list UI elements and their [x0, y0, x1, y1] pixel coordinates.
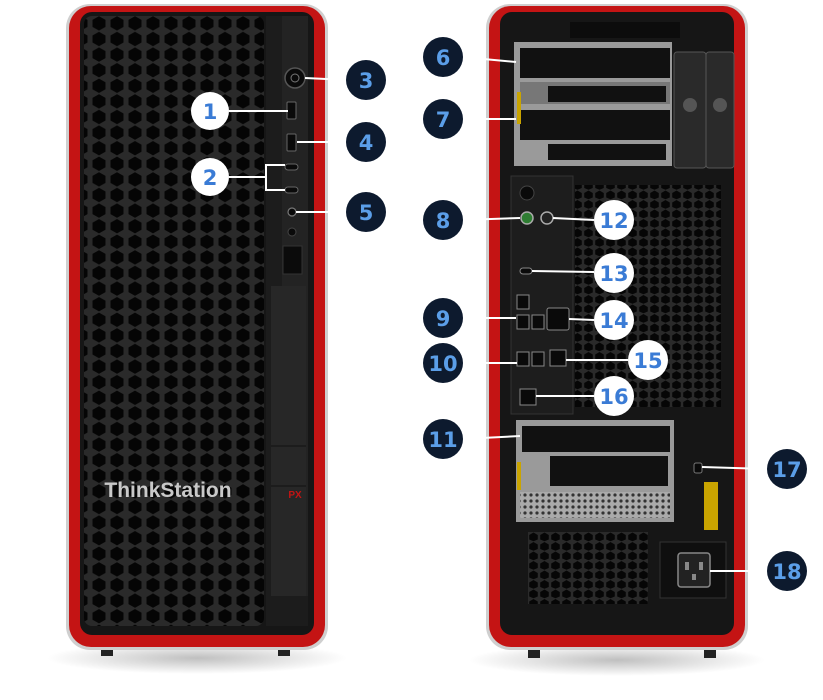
callout-12: 12: [594, 200, 634, 240]
callout-18: 18: [767, 551, 807, 591]
svg-text:16: 16: [599, 385, 628, 409]
callout-6: 6: [423, 37, 463, 77]
svg-text:3: 3: [359, 69, 374, 93]
ethernet-port-2-icon[interactable]: [519, 388, 537, 406]
callout-9: 9: [423, 298, 463, 338]
svg-text:13: 13: [599, 262, 628, 286]
callout-4: 4: [346, 122, 386, 162]
serial-port-icon[interactable]: [546, 307, 570, 331]
rear-vent-lower: [528, 532, 648, 604]
svg-text:17: 17: [772, 458, 801, 482]
svg-text:5: 5: [359, 201, 374, 225]
power-connector-icon[interactable]: [677, 552, 711, 588]
card-slot-icon: [282, 245, 303, 275]
power-button-icon[interactable]: [284, 67, 306, 89]
svg-text:10: 10: [428, 352, 457, 376]
front-bay-upper: [271, 286, 306, 446]
callout-1: 1: [191, 92, 229, 130]
usb-a-port-rear-4-icon[interactable]: [516, 351, 530, 367]
brand-logo-text: ThinkStation: [104, 479, 231, 502]
callout-13: 13: [594, 253, 634, 293]
callout-7: 7: [423, 99, 463, 139]
svg-text:2: 2: [203, 166, 218, 190]
svg-text:15: 15: [633, 349, 662, 373]
leader-lines: [229, 56, 769, 572]
front-bay-lower: [271, 446, 306, 596]
usb-a-charging-port-icon[interactable]: [286, 133, 297, 152]
callout-3: 3: [346, 60, 386, 100]
svg-text:9: 9: [436, 307, 451, 331]
line-out-jack-icon[interactable]: [520, 211, 534, 225]
svg-text:1: 1: [203, 100, 218, 124]
usb-a-port-rear-5-icon[interactable]: [531, 351, 545, 367]
usb-a-port-front-icon[interactable]: [286, 101, 297, 120]
security-lock-slot-icon[interactable]: [693, 462, 703, 474]
callout-16: 16: [594, 376, 634, 416]
callout-5: 5: [346, 192, 386, 232]
model-badge-text: PX: [288, 490, 302, 501]
usb-c-port-front-2-icon[interactable]: [284, 186, 299, 194]
svg-text:18: 18: [772, 560, 801, 584]
svg-text:6: 6: [436, 46, 451, 70]
svg-text:14: 14: [599, 309, 628, 333]
usb-a-port-rear-2-icon[interactable]: [516, 314, 530, 330]
usb-a-port-rear-1-icon[interactable]: [516, 294, 530, 310]
callout-2: 2: [191, 158, 229, 196]
usb-c-port-rear-icon[interactable]: [519, 267, 533, 275]
callout-8: 8: [423, 200, 463, 240]
ethernet-port-1-icon[interactable]: [549, 349, 567, 367]
mic-in-jack-icon[interactable]: [540, 211, 554, 225]
callout-10: 10: [423, 343, 463, 383]
callout-11: 11: [423, 419, 463, 459]
top-handle-slot: [570, 22, 680, 38]
usb-a-port-rear-3-icon[interactable]: [531, 314, 545, 330]
svg-text:12: 12: [599, 209, 628, 233]
svg-text:4: 4: [359, 131, 374, 155]
callout-14: 14: [594, 300, 634, 340]
callout-17: 17: [767, 449, 807, 489]
rear-floor-shadow: [469, 644, 765, 676]
svg-text:7: 7: [436, 108, 451, 132]
svg-text:11: 11: [428, 428, 457, 452]
warning-label-icon: [704, 482, 718, 530]
usb-c-port-front-1-icon[interactable]: [284, 163, 299, 171]
headset-jack-icon[interactable]: [287, 207, 297, 217]
callout-15: 15: [628, 340, 668, 380]
front-vent-grille: [84, 16, 264, 626]
svg-text:8: 8: [436, 209, 451, 233]
